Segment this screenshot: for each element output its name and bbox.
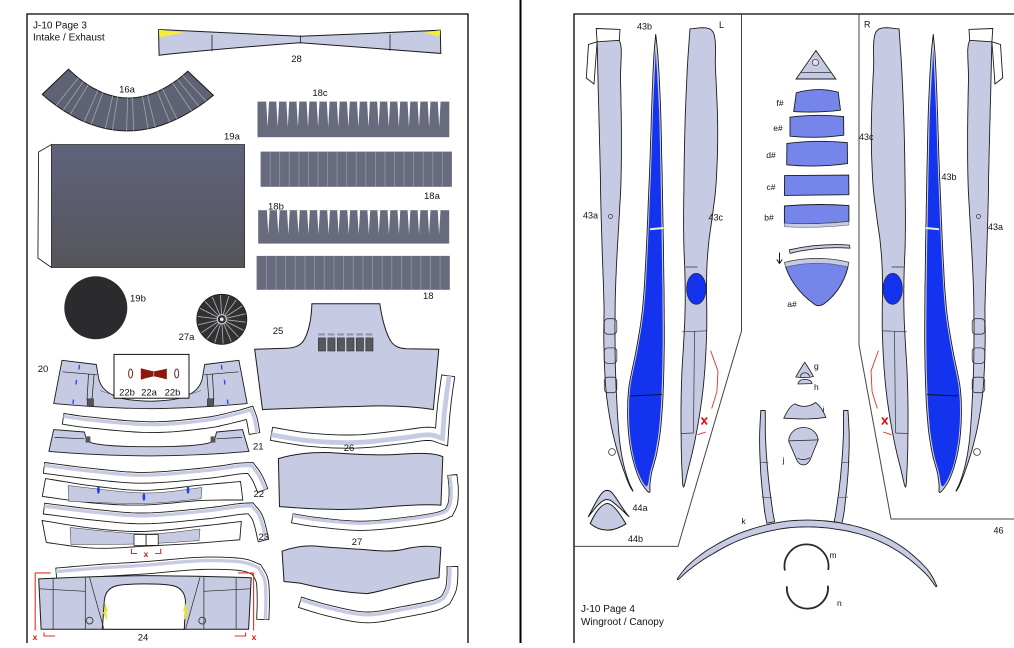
svg-text:26: 26	[344, 443, 355, 454]
svg-text:44b: 44b	[628, 534, 643, 544]
svg-text:43b: 43b	[942, 172, 957, 182]
svg-text:e#: e#	[773, 123, 783, 133]
svg-text:21: 21	[253, 442, 264, 453]
svg-text:m: m	[830, 550, 837, 560]
svg-text:n: n	[837, 598, 842, 608]
svg-text:18a: 18a	[424, 191, 441, 202]
svg-text:18: 18	[423, 291, 434, 302]
svg-text:x: x	[33, 632, 38, 642]
svg-text:43c: 43c	[709, 213, 724, 223]
svg-text:k: k	[742, 516, 747, 526]
svg-text:c#: c#	[767, 182, 776, 192]
svg-text:43c: 43c	[859, 132, 874, 142]
svg-text:28: 28	[291, 54, 302, 65]
svg-text:43b: 43b	[637, 22, 652, 32]
svg-text:25: 25	[273, 326, 284, 337]
svg-text:x: x	[252, 632, 257, 642]
svg-text:19a: 19a	[224, 132, 241, 143]
svg-text:43a: 43a	[583, 211, 598, 221]
svg-text:19b: 19b	[130, 294, 146, 305]
svg-text:43a: 43a	[988, 222, 1003, 232]
svg-text:j: j	[782, 455, 785, 465]
svg-text:18b: 18b	[268, 202, 284, 213]
svg-text:16a: 16a	[119, 85, 136, 96]
svg-text:27a: 27a	[179, 332, 196, 343]
svg-text:x: x	[144, 549, 149, 559]
svg-text:a#: a#	[787, 299, 797, 309]
svg-text:J-10 Page 3: J-10 Page 3	[33, 21, 87, 32]
svg-text:22b: 22b	[119, 388, 135, 399]
svg-text:h: h	[814, 382, 819, 392]
svg-text:24: 24	[138, 633, 149, 644]
svg-text:23: 23	[259, 532, 270, 543]
svg-text:R: R	[864, 20, 871, 30]
svg-text:f#: f#	[776, 98, 783, 108]
svg-text:Intake / Exhaust: Intake / Exhaust	[33, 33, 105, 44]
svg-text:22b: 22b	[165, 388, 181, 399]
svg-text:20: 20	[38, 364, 49, 375]
svg-text:d#: d#	[766, 150, 776, 160]
svg-text:g: g	[814, 361, 819, 371]
svg-text:27: 27	[352, 537, 363, 548]
svg-text:22: 22	[254, 489, 265, 500]
svg-text:b#: b#	[764, 213, 774, 223]
svg-text:Wingroot / Canopy: Wingroot / Canopy	[581, 617, 664, 628]
svg-text:44a: 44a	[633, 503, 648, 513]
svg-text:i: i	[823, 405, 825, 415]
svg-text:18c: 18c	[312, 88, 328, 99]
svg-text:J-10 Page 4: J-10 Page 4	[581, 604, 635, 615]
svg-text:46: 46	[994, 526, 1004, 536]
svg-text:22a: 22a	[141, 388, 158, 399]
svg-text:L: L	[719, 20, 724, 30]
